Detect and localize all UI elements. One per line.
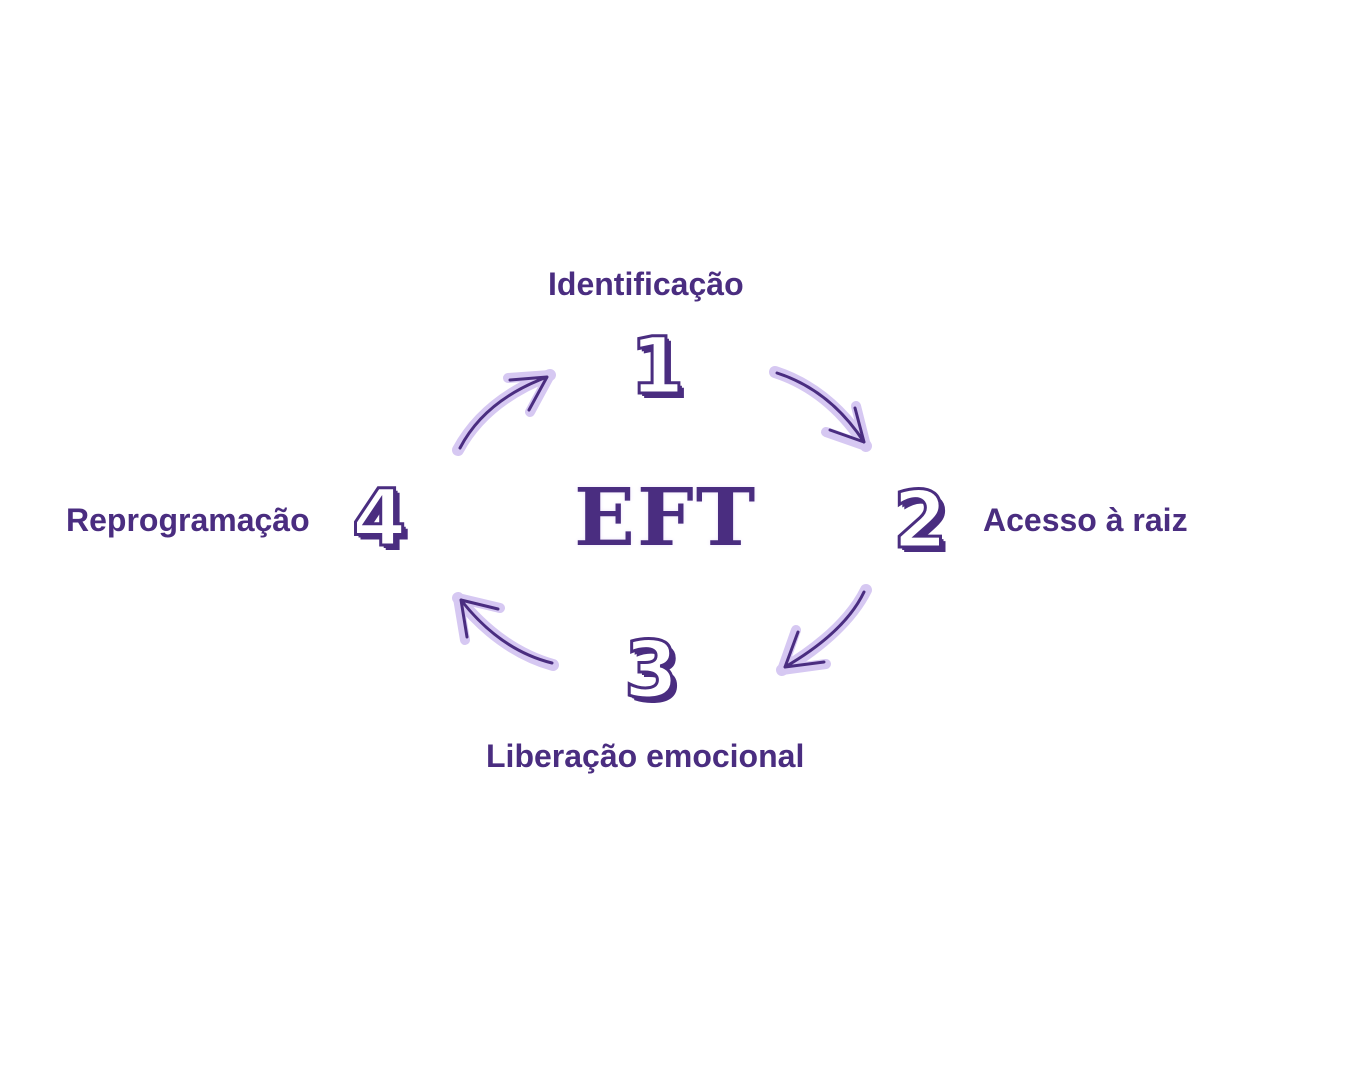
arrow-2-to-3: [776, 584, 872, 676]
center-title: EFT: [574, 470, 758, 564]
step-3-label: Liberação emocional: [486, 738, 805, 774]
step-1-label: Identificação: [548, 266, 744, 302]
step-3-number: 3: [622, 626, 679, 716]
arrow-3-to-4: [452, 592, 559, 671]
arrow-1-to-2: [769, 366, 872, 452]
step-4-label: Reprogramação: [66, 502, 310, 538]
step-4-number: 4: [350, 474, 407, 564]
step-2-label: Acesso à raiz: [983, 502, 1188, 538]
step-2-number: 2: [891, 476, 948, 566]
arrow-4-to-1: [452, 369, 556, 456]
step-1-number: 1: [628, 322, 685, 412]
